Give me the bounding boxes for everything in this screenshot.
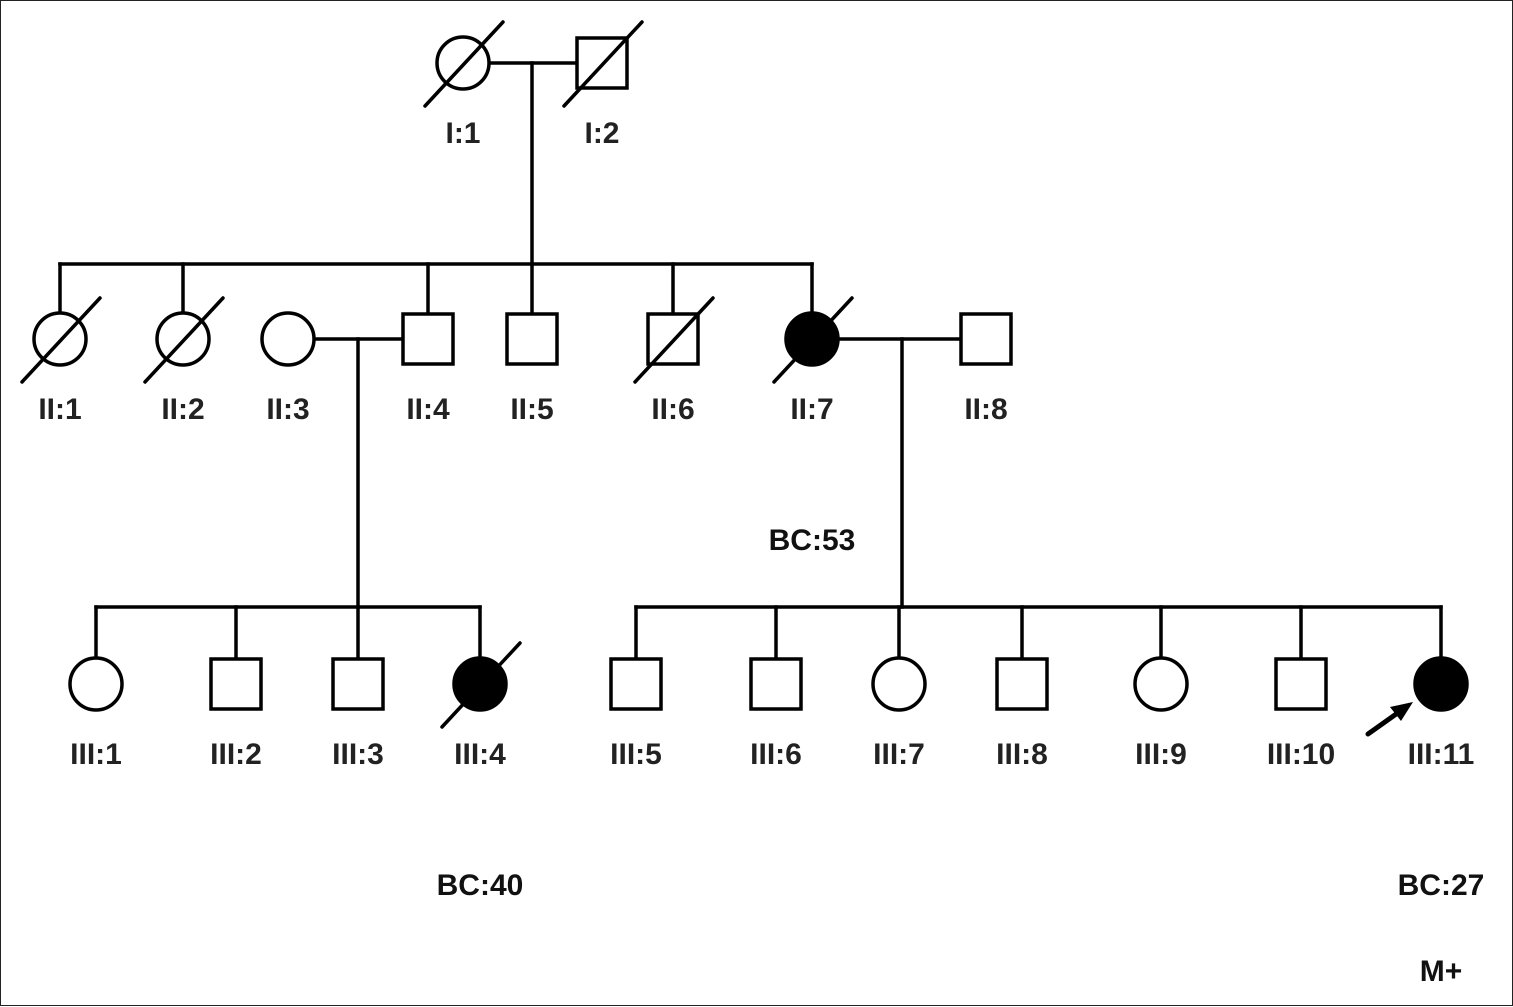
individual-ii-5 <box>505 312 559 366</box>
male-symbol <box>401 312 455 366</box>
individual-label: III:2 <box>210 738 262 771</box>
female-symbol <box>260 311 316 367</box>
deceased-slash-icon <box>633 296 715 384</box>
individual-ii-6 <box>633 296 715 384</box>
individual-ii-2 <box>143 296 225 384</box>
individual-iii-4 <box>440 641 522 729</box>
individual-iii-10 <box>1274 657 1328 711</box>
individual-ii-7 <box>772 296 854 384</box>
individual-i-2 <box>562 20 644 108</box>
individual-ii-3 <box>260 311 316 367</box>
individual-iii-2 <box>209 657 263 711</box>
annotation-bc40: BC:40 <box>437 869 524 902</box>
male-symbol <box>749 657 803 711</box>
individual-labels: I:1 I:2II:1 II:2 II:3 II:4 II:5 II:6 II:7 II:8II… <box>38 117 1474 771</box>
deceased-slash-icon <box>440 641 522 729</box>
individual-label: II:8 <box>964 393 1007 426</box>
proband-arrow-icon <box>1365 702 1413 737</box>
individual-iii-7 <box>871 656 927 712</box>
annotation-bc53: BC:53 <box>769 524 856 557</box>
individual-label: II:1 <box>38 393 81 426</box>
female-symbol <box>1133 656 1189 712</box>
deceased-slash-icon <box>20 296 102 384</box>
individual-label: II:3 <box>266 393 309 426</box>
individual-label: III:11 <box>1408 738 1475 771</box>
deceased-slash-icon <box>423 20 505 108</box>
individual-ii-1 <box>20 296 102 384</box>
individual-label: II:7 <box>790 393 833 426</box>
individual-ii-8 <box>959 312 1013 366</box>
individual-label: I:2 <box>584 117 619 150</box>
female-symbol <box>68 656 124 712</box>
individual-iii-1 <box>68 656 124 712</box>
individual-iii-9 <box>1133 656 1189 712</box>
male-symbol <box>1274 657 1328 711</box>
annotation-bc27: BC:27 <box>1398 869 1485 902</box>
individual-label: II:2 <box>161 393 204 426</box>
affected-female-symbol <box>1413 656 1469 712</box>
individual-label: I:1 <box>445 117 480 150</box>
male-symbol <box>505 312 559 366</box>
individual-label: III:1 <box>70 738 122 771</box>
individual-label: III:5 <box>610 738 662 771</box>
deceased-slash-icon <box>562 20 644 108</box>
male-symbol <box>331 657 385 711</box>
individual-label: III:10 <box>1267 738 1335 771</box>
male-symbol <box>209 657 263 711</box>
individual-iii-5 <box>609 657 663 711</box>
individual-label: III:7 <box>873 738 925 771</box>
deceased-slash-icon <box>143 296 225 384</box>
individual-label: III:3 <box>332 738 384 771</box>
individual-label: III:8 <box>996 738 1048 771</box>
annotation-mutation-positive: M+ <box>1420 955 1463 988</box>
individual-label: II:4 <box>406 393 450 426</box>
annotations: BC:53 BC:40 BC:27 M+ <box>437 524 1485 988</box>
individual-iii-11 <box>1413 656 1469 712</box>
individual-iii-3 <box>331 657 385 711</box>
individual-label: II:5 <box>510 393 553 426</box>
female-symbol <box>871 656 927 712</box>
individual-ii-4 <box>401 312 455 366</box>
deceased-slash-icon <box>772 296 854 384</box>
male-symbol <box>995 657 1049 711</box>
individual-label: II:6 <box>651 393 694 426</box>
individual-symbols <box>20 20 1469 729</box>
relationship-lines <box>58 61 1443 660</box>
individual-label: III:4 <box>454 738 506 771</box>
individual-label: III:6 <box>750 738 802 771</box>
male-symbol <box>959 312 1013 366</box>
individual-iii-6 <box>749 657 803 711</box>
individual-iii-8 <box>995 657 1049 711</box>
individual-i-1 <box>423 20 505 108</box>
individual-label: III:9 <box>1135 738 1187 771</box>
male-symbol <box>609 657 663 711</box>
